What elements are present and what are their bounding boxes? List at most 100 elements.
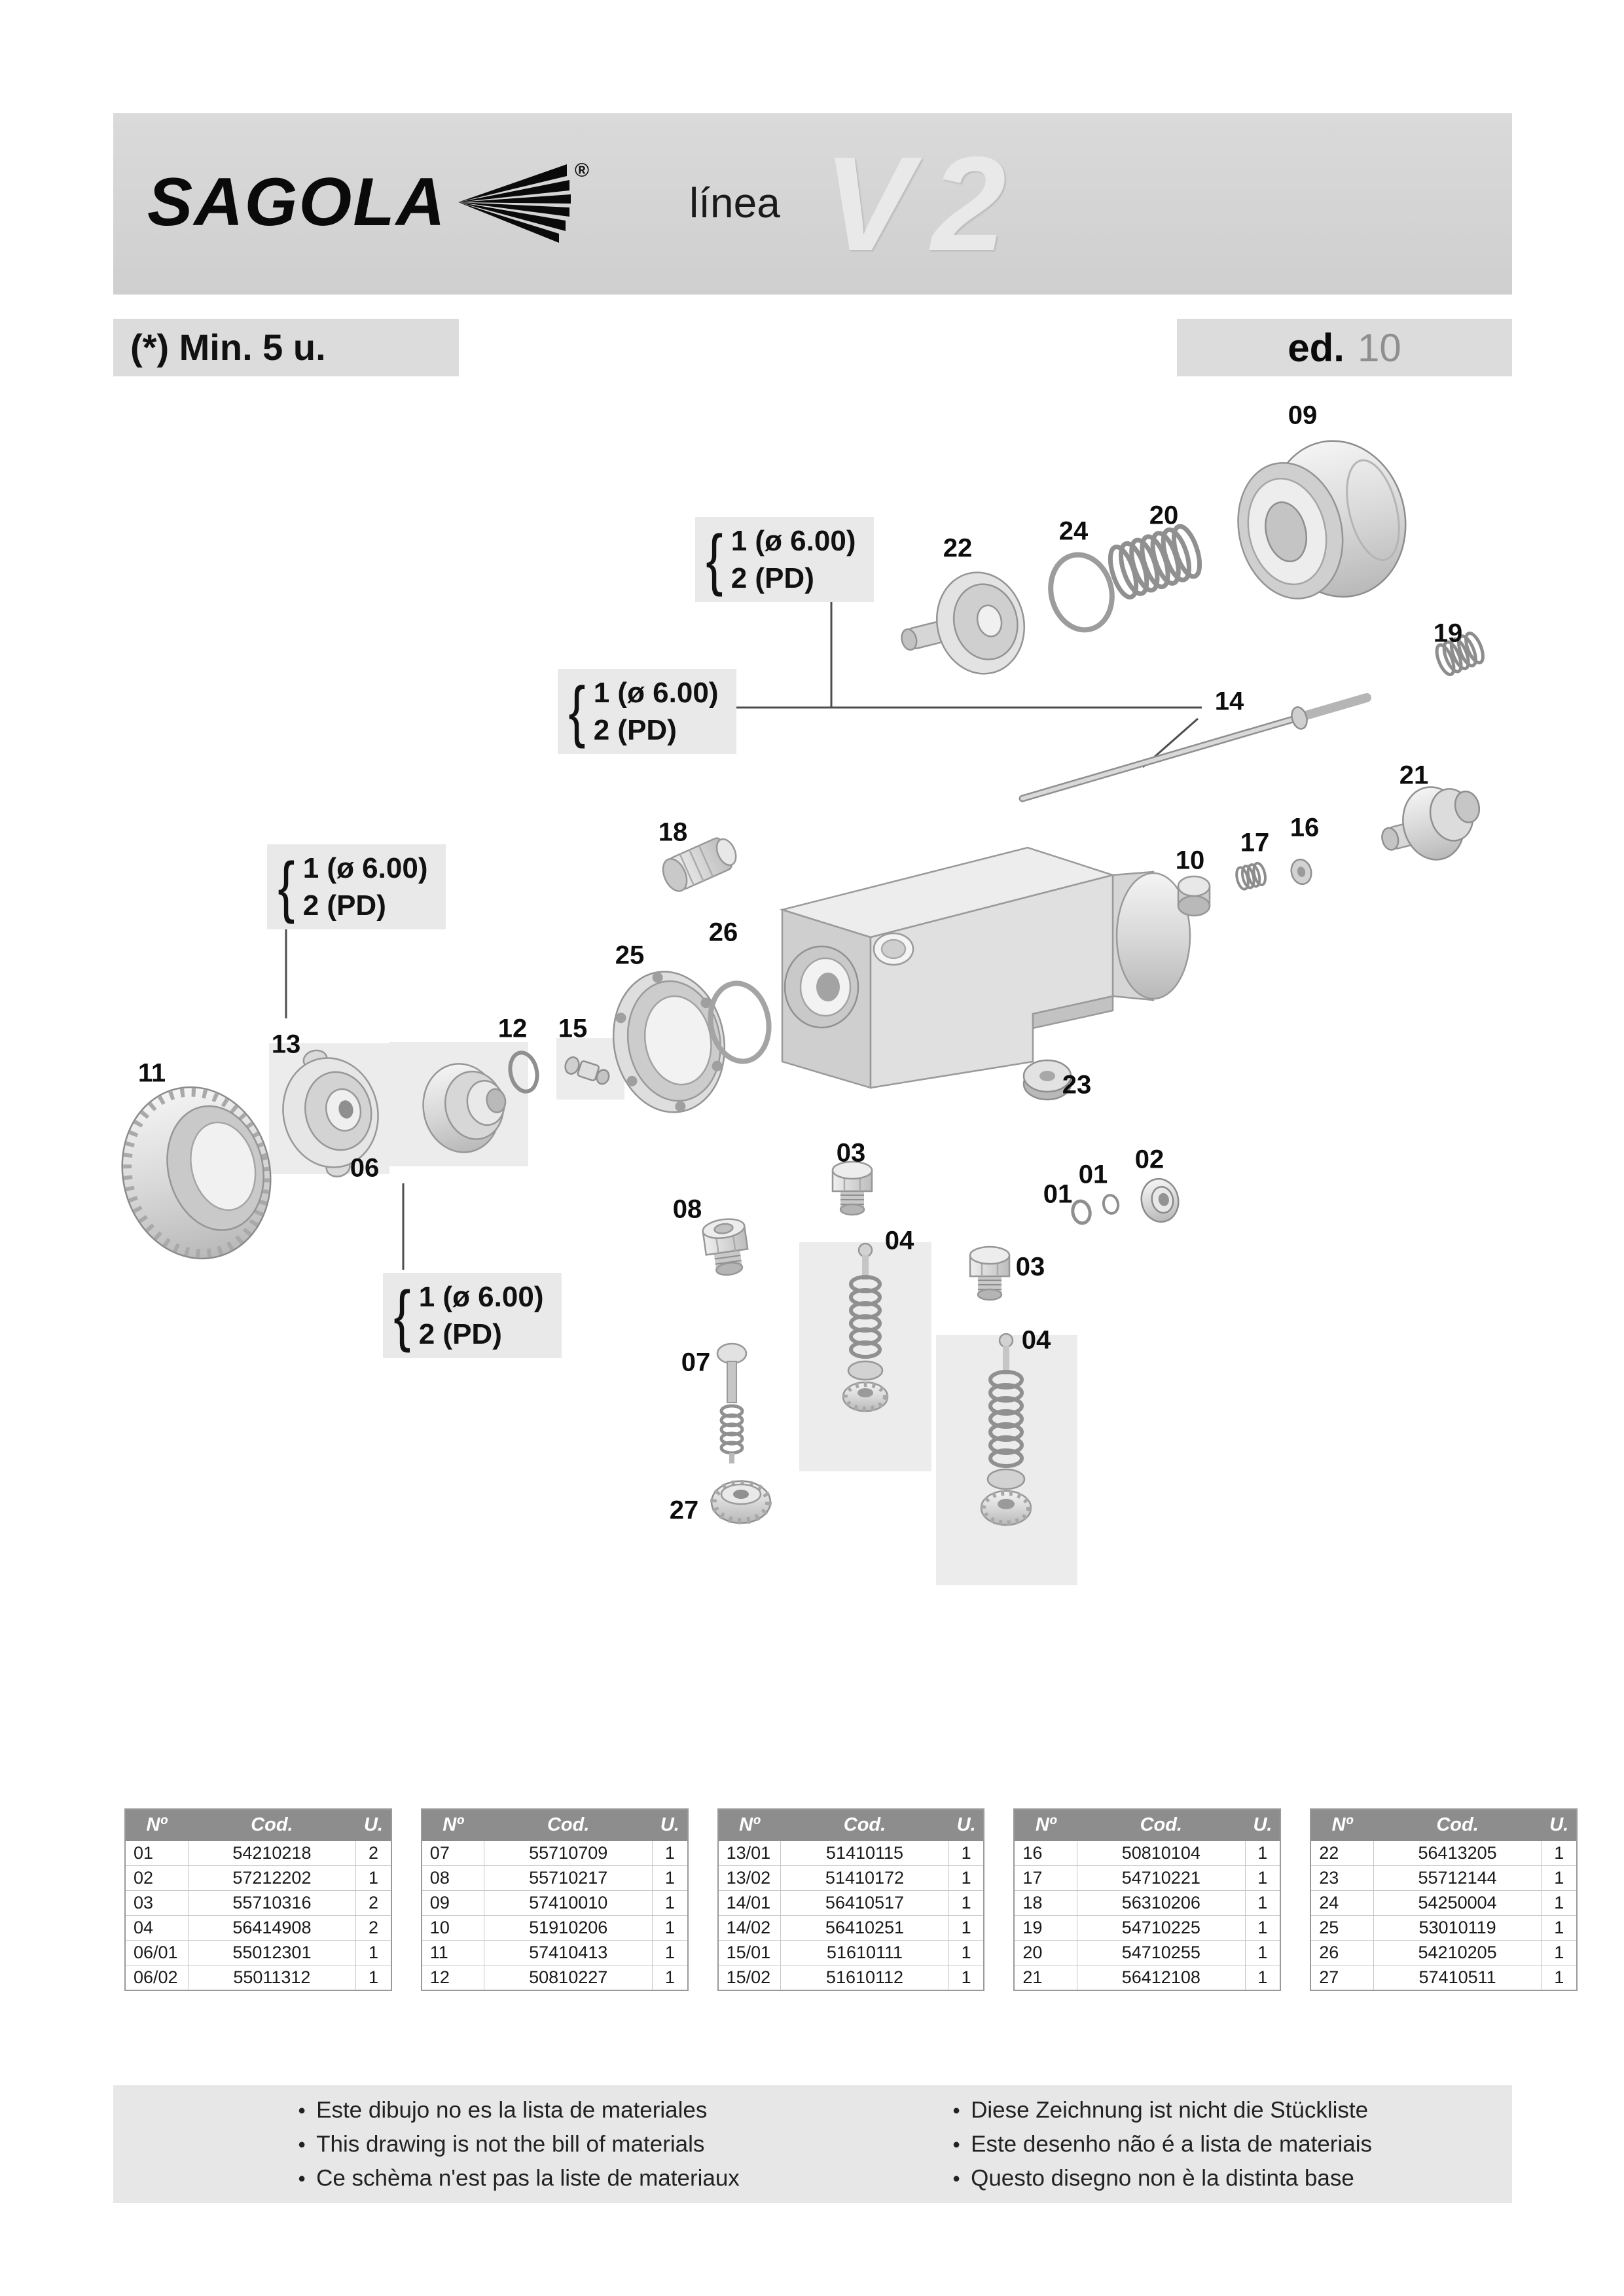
brand-logo: SAGOLA ® [147,156,589,248]
part-number-18: 18 [658,817,688,847]
part-number-23: 23 [1062,1070,1092,1100]
table-cell: 51610112 [780,1965,949,1991]
part-number-07: 07 [681,1348,711,1377]
part-number-03: 03 [1015,1252,1045,1282]
part-number-04: 04 [1021,1325,1051,1355]
table-cell: 02 [124,1865,189,1891]
table-cell: 17 [1013,1865,1077,1891]
table-cell: 1 [652,1865,689,1891]
part-number-19: 19 [1433,619,1463,648]
table-cell: 08 [421,1865,485,1891]
column-header: Cod. [187,1808,357,1841]
table-cell: 1 [652,1915,689,1941]
table-cell: 56414908 [187,1915,357,1941]
part-03-fitting [969,1246,1011,1301]
table-cell: 57212202 [187,1865,357,1891]
part-20-spring [1108,524,1202,600]
product-line-label: línea [689,179,780,226]
part-21-fitting [1381,786,1481,861]
column-header: Nº [124,1808,189,1841]
table-cell: 21 [1013,1965,1077,1991]
table-cell: 56412108 [1076,1965,1246,1991]
part-23-plug [1022,1059,1072,1101]
part-11-ring-nut [121,1086,272,1260]
table-cell: 1 [948,1940,984,1965]
table-cell: 13/02 [717,1865,782,1891]
part-19-spring [1435,631,1485,677]
part-01-washer [1102,1194,1120,1215]
table-cell: 24 [1310,1890,1374,1916]
table-cell: 1 [1244,1890,1281,1916]
part-number-02: 02 [1134,1145,1164,1174]
disclaimer-notes-left: Este dibujo no es la lista de materiales… [298,2093,740,2195]
column-header: U. [355,1808,392,1841]
table-cell: 19 [1013,1915,1077,1941]
table-cell: 2 [355,1915,392,1941]
callout-text: 1 (ø 6.00)2 (PD) [302,852,428,922]
table-cell: 1 [1244,1965,1281,1991]
part-number-12: 12 [497,1014,528,1043]
column-header: Cod. [780,1808,949,1841]
table-cell: 55712144 [1373,1865,1542,1891]
table-cell: 55710217 [484,1865,653,1891]
part-number-15: 15 [558,1014,588,1043]
column-header: Cod. [484,1808,653,1841]
table-cell: 54250004 [1373,1890,1542,1916]
column-header: Nº [421,1808,485,1841]
brace-glyph: { [706,521,723,598]
part-number-16: 16 [1290,813,1320,842]
part-number-03: 03 [836,1138,866,1168]
table-cell: 51610111 [780,1940,949,1965]
table-cell: 1 [1541,1940,1578,1965]
table-cell: 56410251 [780,1915,949,1941]
table-cell: 57410010 [484,1890,653,1916]
brace-glyph: { [568,673,586,749]
column-header: Nº [1310,1808,1374,1841]
spec-callout: {1 (ø 6.00)2 (PD) [558,669,737,755]
part-02-nut [1140,1177,1180,1223]
part-13-air-cap [282,1049,379,1177]
table-cell: 16 [1013,1840,1077,1866]
column-header: Cod. [1373,1808,1542,1841]
disclaimer-note: Diese Zeichnung ist nicht die Stückliste [952,2093,1372,2127]
table-cell: 14/02 [717,1915,782,1941]
table-cell: 09 [421,1890,485,1916]
part-number-06: 06 [350,1153,380,1183]
part-number-21: 21 [1399,761,1429,790]
table-cell: 26 [1310,1940,1374,1965]
disclaimer-notes-right: Diese Zeichnung ist nicht die Stückliste… [952,2093,1372,2195]
table-cell: 14/01 [717,1890,782,1916]
part-06-nozzle [422,1063,507,1153]
part-03-fitting [831,1160,873,1216]
table-cell: 1 [355,1940,392,1965]
brace-glyph: { [393,1277,411,1354]
table-cell: 54210205 [1373,1940,1542,1965]
table-cell: 50810227 [484,1965,653,1991]
column-header: Nº [1013,1808,1077,1841]
part-number-17: 17 [1240,828,1270,857]
part-number-20: 20 [1149,501,1179,530]
table-cell: 56413205 [1373,1840,1542,1866]
disclaimer-note: Este desenho não é a lista de materiais [952,2127,1372,2161]
table-cell: 2 [355,1890,392,1916]
column-header: U. [652,1808,689,1841]
